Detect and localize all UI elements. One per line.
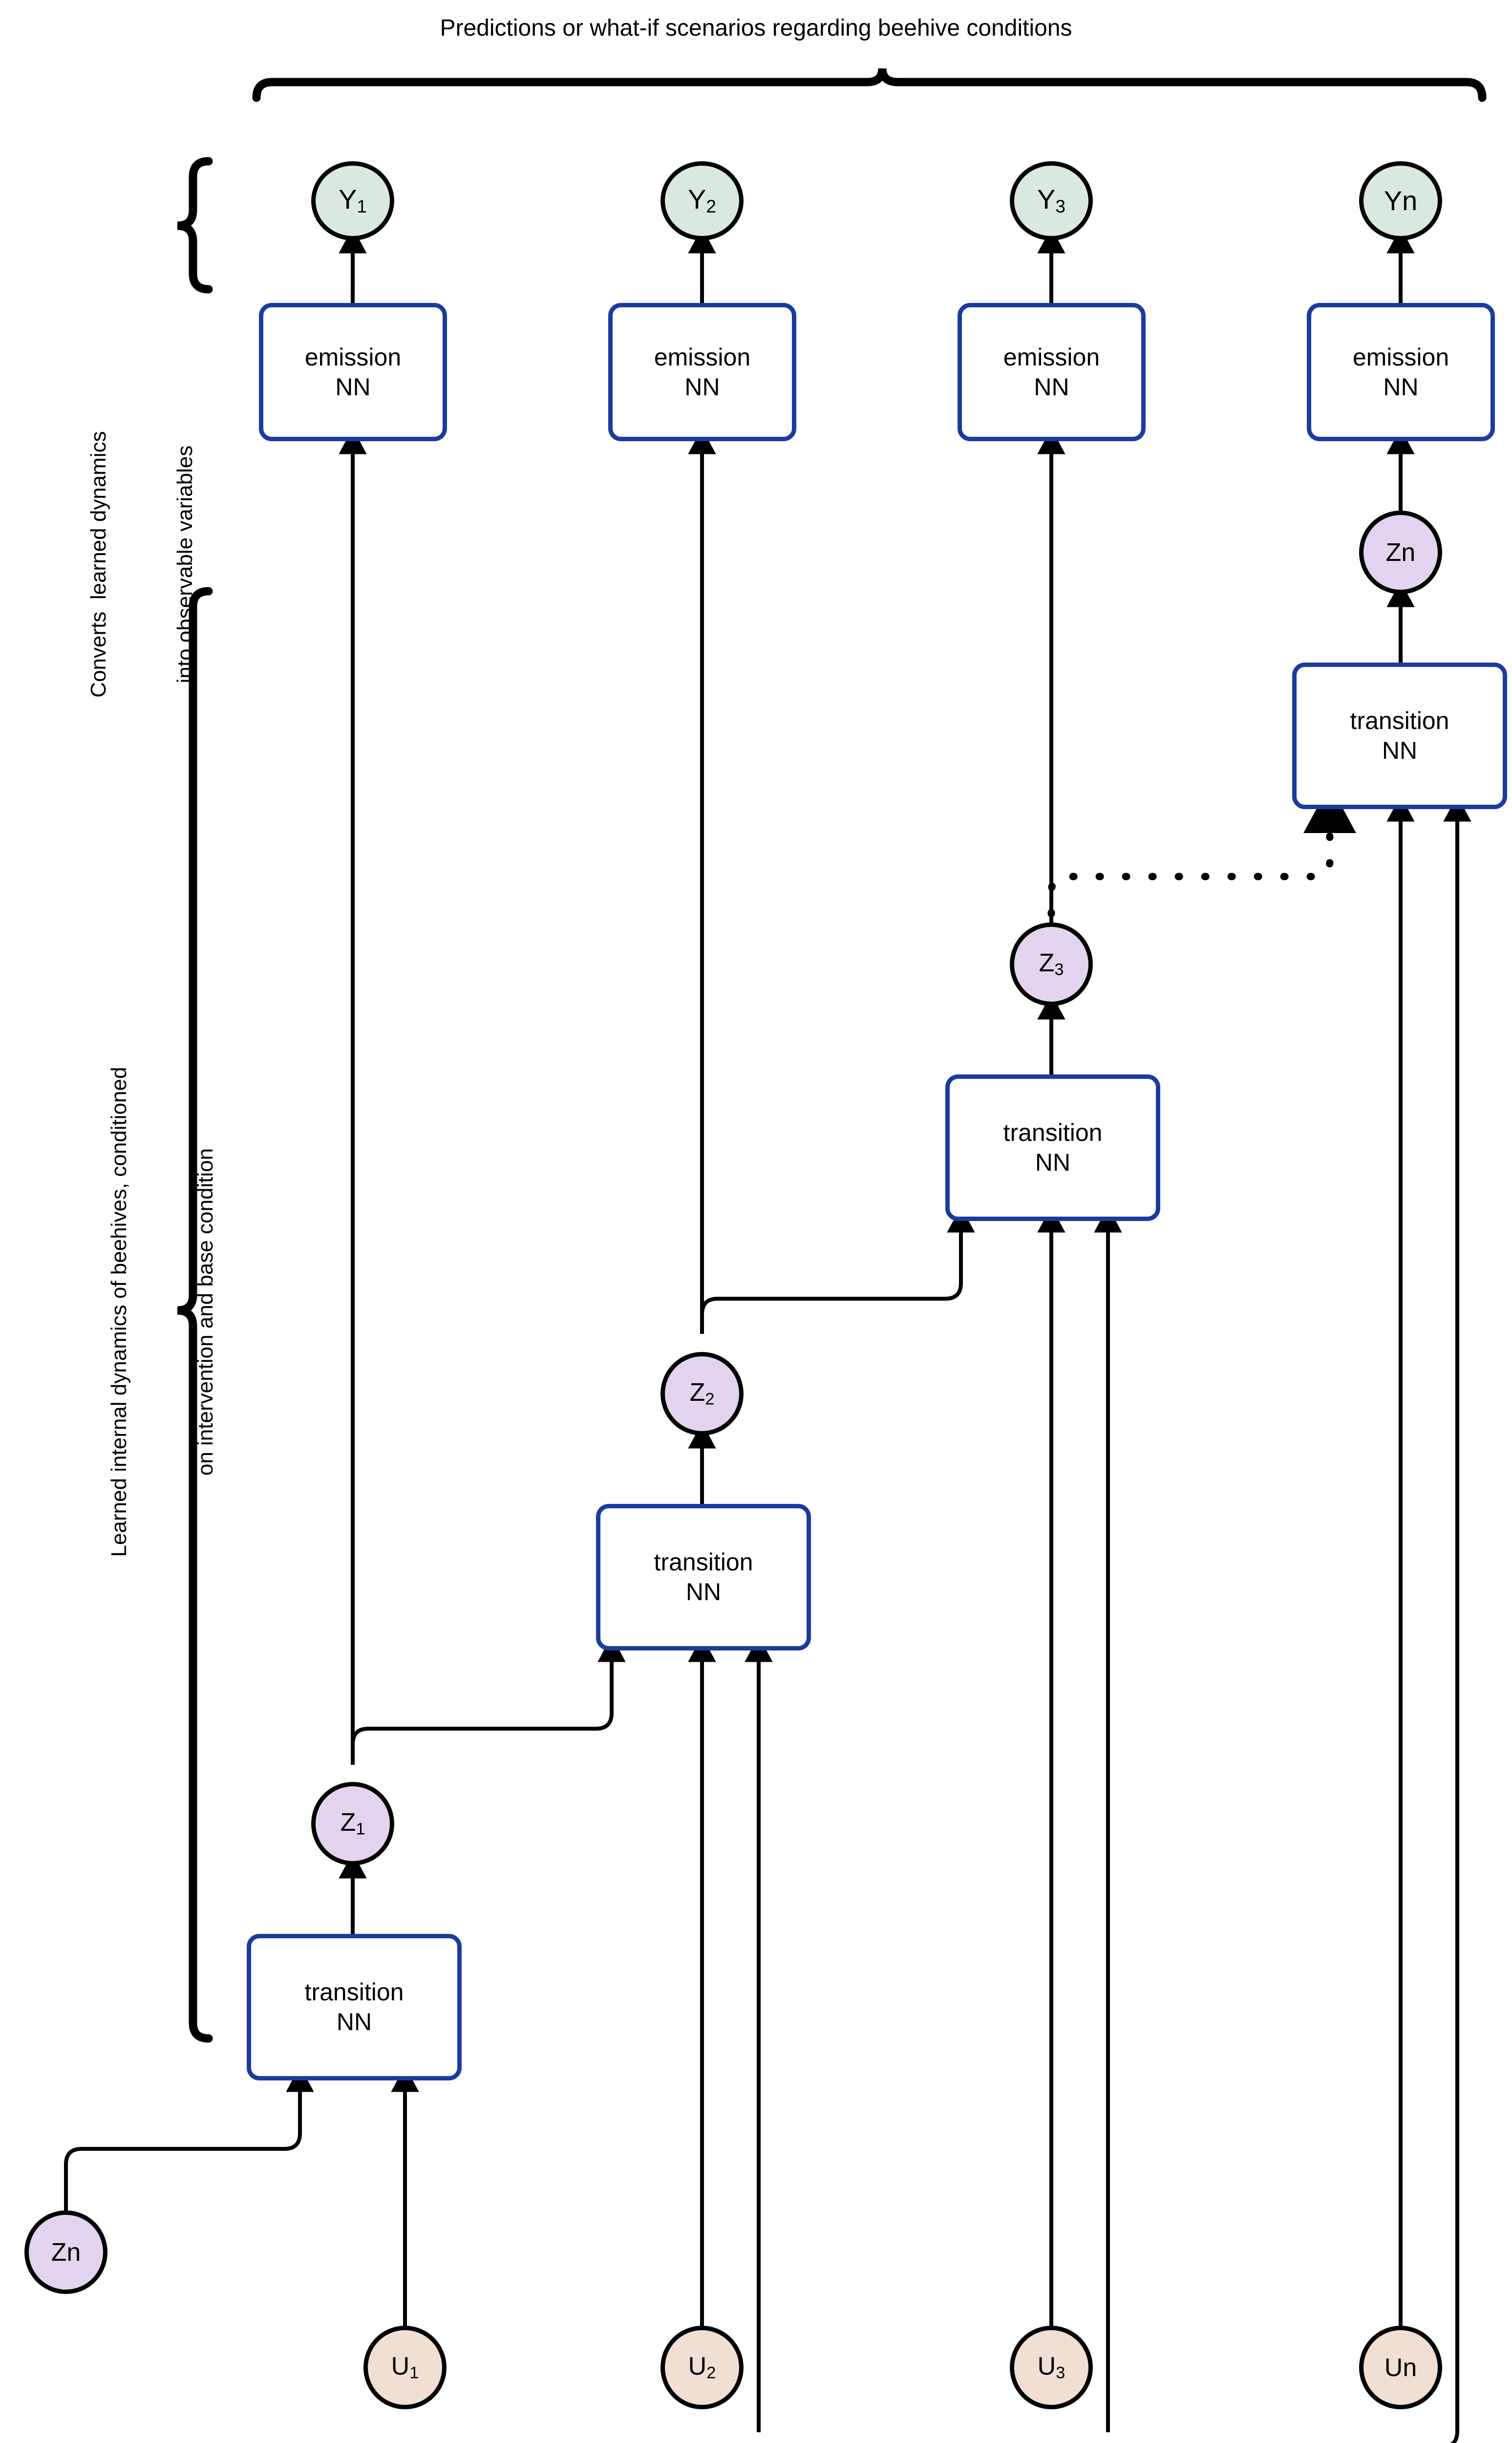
node-y2[interactable]: Y2	[660, 161, 744, 240]
transition-nn-1[interactable]: transition NN	[247, 1934, 462, 2080]
node-y2-label: Y2	[688, 183, 716, 217]
node-z1-label: Z1	[340, 1808, 365, 1839]
transition-nn-2-line2: NN	[685, 1578, 722, 1606]
top-caption: Predictions or what-if scenarios regardi…	[440, 15, 1072, 41]
emission-nn-1[interactable]: emission NN	[259, 303, 447, 441]
side-caption-transition: Learned internal dynamics of beehives, c…	[47, 726, 217, 1898]
node-u2-label: U2	[688, 2352, 716, 2382]
node-zn-init[interactable]: Zn	[24, 2210, 107, 2294]
node-y1-label: Y1	[339, 183, 367, 217]
node-u2[interactable]: U2	[660, 2326, 744, 2409]
transition-nn-1-line2: NN	[336, 2008, 372, 2036]
node-z3-label: Z3	[1039, 949, 1064, 979]
emission-nn-3-line1: emission	[1003, 343, 1100, 371]
emission-nn-n-line2: NN	[1383, 373, 1419, 401]
brace-left-lower	[177, 587, 213, 2043]
side-caption-transition-line1: Learned internal dynamics of beehives, c…	[106, 1067, 131, 1557]
node-u3[interactable]: U3	[1010, 2326, 1093, 2409]
edge-z3-to-transitionn-dotted	[1047, 784, 1356, 918]
emission-nn-2-line1: emission	[654, 343, 751, 371]
node-y3[interactable]: Y3	[1010, 161, 1093, 240]
edge-z2-to-transition3	[700, 1206, 975, 1315]
node-u3-label: U3	[1037, 2352, 1065, 2382]
node-un-label: Un	[1384, 2353, 1417, 2382]
node-u1[interactable]: U1	[363, 2326, 447, 2409]
transition-nn-3[interactable]: transition NN	[945, 1074, 1160, 1221]
node-zn-init-label: Zn	[51, 2238, 81, 2267]
emission-nn-3-line2: NN	[1034, 373, 1069, 401]
transition-nn-2-line1: transition	[654, 1548, 753, 1576]
emission-nn-1-line2: NN	[335, 373, 371, 401]
edge-b0-trunk	[1450, 2431, 1459, 2443]
transition-nn-3-line2: NN	[1035, 1149, 1071, 1176]
node-y1[interactable]: Y1	[311, 161, 394, 240]
transition-nn-1-line1: transition	[304, 1978, 404, 2006]
node-zn-top[interactable]: Zn	[1359, 511, 1442, 594]
transition-nn-n-line1: transition	[1350, 707, 1449, 734]
node-y3-label: Y3	[1037, 183, 1065, 217]
emission-nn-n[interactable]: emission NN	[1307, 303, 1495, 441]
emission-nn-3[interactable]: emission NN	[958, 303, 1146, 441]
brace-top	[252, 68, 1487, 102]
transition-nn-3-line1: transition	[1003, 1119, 1103, 1146]
node-z1[interactable]: Z1	[311, 1782, 394, 1865]
node-yn-label: Yn	[1384, 185, 1418, 216]
emission-nn-1-line1: emission	[304, 343, 402, 371]
node-yn[interactable]: Yn	[1359, 161, 1442, 240]
edge-z1-to-transition2	[351, 1636, 626, 1745]
transition-nn-n-line2: NN	[1382, 737, 1418, 764]
node-zn-top-label: Zn	[1385, 538, 1416, 567]
node-z2[interactable]: Z2	[660, 1352, 744, 1436]
side-caption-transition-line2: on intervention and base condition	[193, 1148, 217, 1476]
node-z3[interactable]: Z3	[1010, 922, 1093, 1006]
node-z2-label: Z2	[689, 1378, 715, 1409]
brace-left-upper	[177, 157, 213, 294]
transition-nn-2[interactable]: transition NN	[596, 1504, 811, 1650]
emission-nn-2[interactable]: emission NN	[608, 303, 796, 441]
node-u1-label: U1	[391, 2352, 419, 2382]
emission-nn-2-line2: NN	[684, 373, 720, 401]
emission-nn-n-line1: emission	[1352, 343, 1449, 371]
node-un[interactable]: Un	[1359, 2326, 1442, 2409]
edge-zninit-to-transition1	[64, 2066, 314, 2210]
transition-nn-n[interactable]: transition NN	[1292, 663, 1507, 809]
